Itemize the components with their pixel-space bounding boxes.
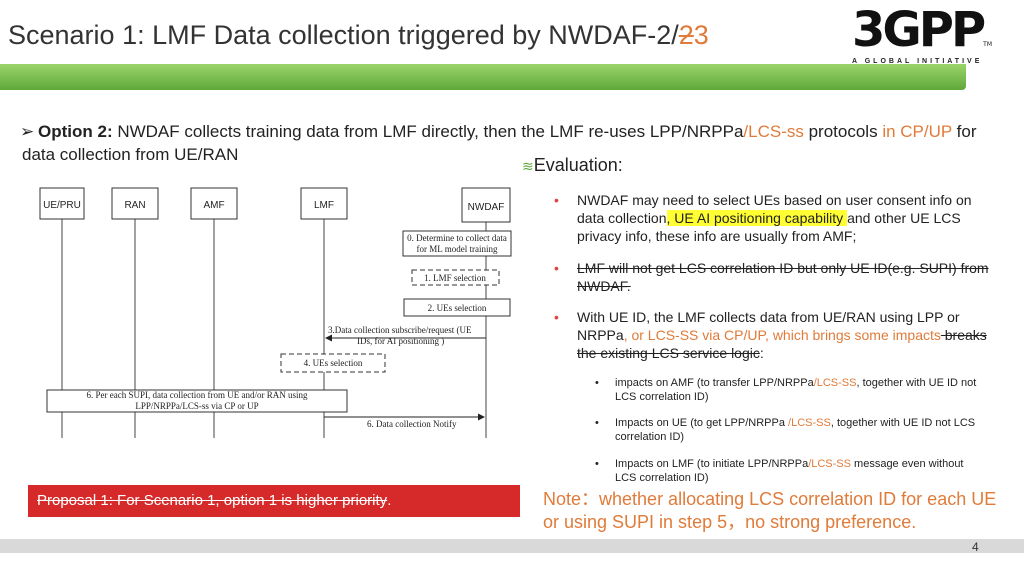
entity-amf: AMF xyxy=(203,200,224,211)
step-2-label: 2. UEs selection xyxy=(428,303,487,313)
bullet-dot-icon: • xyxy=(554,260,559,276)
step-0-line-2: for ML model training xyxy=(417,244,498,254)
step-6-box xyxy=(46,389,348,413)
entity-lmf: LMF xyxy=(314,200,334,211)
bullet-1-text: NWDAF may need to select UEs based on us… xyxy=(577,192,972,226)
entity-ran: RAN xyxy=(124,200,145,211)
option-text-2: protocols xyxy=(803,122,883,141)
footer-bar xyxy=(0,539,1024,553)
bullet-2-text: LMF will not get LCS correlation ID but … xyxy=(577,260,989,294)
sub-1-orange: /LCS-SS xyxy=(813,377,857,389)
proposal-box: Proposal 1: For Scenario 1, option 1 is … xyxy=(28,485,520,517)
step-4-label: 4. UEs selection xyxy=(304,358,363,368)
evaluation-label: Evaluation: xyxy=(533,155,623,175)
bullet-dot-icon: • xyxy=(554,192,559,208)
step-1-label: 1. LMF selection xyxy=(424,273,486,283)
sub-2-text: Impacts on UE (to get LPP/NRPPa xyxy=(615,417,789,429)
step-1-box xyxy=(411,269,500,286)
step-0-box xyxy=(402,230,512,257)
eval-bullet-3: • With UE ID, the LMF collects data from… xyxy=(554,308,990,362)
step-0-line-1: 0. Determine to collect data xyxy=(407,233,507,243)
option-text-orange-2: in CP/UP xyxy=(882,122,952,141)
entity-box-amf xyxy=(190,187,238,220)
bullet-3-end: : xyxy=(759,345,764,361)
step-2-box xyxy=(403,298,511,317)
bullet-dot-icon: • xyxy=(595,458,599,470)
step-4-box xyxy=(280,353,386,373)
sequence-diagram: UE/PRU RAN AMF LMF NWDAF 0. Determine to… xyxy=(39,187,512,438)
proposal-period: . xyxy=(387,492,392,509)
bullet-1-text-end: and other UE LCS privacy info, these inf… xyxy=(577,210,961,244)
evaluation-heading: ≋Evaluation: xyxy=(522,155,623,176)
note-text: Note：whether allocating LCS correlation … xyxy=(543,489,997,532)
option-text-orange-1: /LCS-ss xyxy=(743,122,804,141)
entity-box-nwdaf xyxy=(461,187,511,223)
sub-3-text-end: message even without LCS correlation ID) xyxy=(615,458,964,484)
bullet-3-struck: breaks the existing LCS service logic xyxy=(577,327,987,361)
bullet-1-highlight: , UE AI positioning capability xyxy=(666,210,848,226)
slide-title: Scenario 1: LMF Data collection triggere… xyxy=(8,20,709,51)
title-struck-digit: 2 xyxy=(678,20,694,50)
entity-box-ue xyxy=(39,187,85,220)
sub-2-orange: /LCS-SS xyxy=(788,417,831,429)
3gpp-logo: 3GPPTM xyxy=(852,2,992,58)
title-main: Scenario 1: LMF Data collection triggere… xyxy=(8,20,679,50)
eval-bullet-2: • LMF will not get LCS correlation ID bu… xyxy=(554,259,990,295)
option-paragraph: ➢ Option 2: NWDAF collects training data… xyxy=(20,120,1007,166)
sub-3-orange: /LCS-SS xyxy=(808,458,851,470)
sub-2-text-end: , together with UE ID not LCS correlatio… xyxy=(615,417,976,443)
entity-nwdaf: NWDAF xyxy=(468,202,505,213)
eval-subbullet-1: • impacts on AMF (to transfer LPP/NRPPa/… xyxy=(595,376,987,404)
eval-bullet-1: • NWDAF may need to select UEs based on … xyxy=(554,191,990,245)
bullet-3-text: With UE ID, the LMF collects data from U… xyxy=(577,309,960,343)
option-label: Option 2: xyxy=(38,122,113,141)
step-6-line-1: 6. Per each SUPI, data collection from U… xyxy=(87,390,308,400)
logo-tagline: A GLOBAL INITIATIVE xyxy=(852,58,983,65)
arrow-bullet-icon: ➢ xyxy=(20,122,35,141)
page-number: 4 xyxy=(972,540,979,554)
step-3-line-2: IDs, for AI positioning ) xyxy=(357,336,444,346)
title-end-digit: 3 xyxy=(693,20,709,50)
step-6-notify-label: 6. Data collection Notify xyxy=(367,419,457,429)
sub-1-text: impacts on AMF (to transfer LPP/NRPPa xyxy=(615,377,814,389)
option-text-3: for data collection from UE/RAN xyxy=(22,122,977,164)
step-6-line-2: LPP/NRPPa/LCS-ss via CP or UP xyxy=(135,401,258,411)
title-underline-bar xyxy=(0,64,966,90)
bullet-dot-icon: • xyxy=(554,309,559,325)
sub-1-text-end: , together with UE ID not LCS correlatio… xyxy=(615,377,977,403)
proposal-text: Proposal 1: For Scenario 1, option 1 is … xyxy=(37,492,388,509)
bullet-dot-icon: • xyxy=(595,417,599,429)
entity-box-lmf xyxy=(300,187,348,220)
option-text-1: NWDAF collects training data from LMF di… xyxy=(112,122,744,141)
wifi-signal-icon: ≋ xyxy=(522,158,534,174)
sub-3-text: Impacts on LMF (to initiate LPP/NRPPa xyxy=(615,458,809,470)
entity-box-ran xyxy=(111,187,159,220)
step-3-line-1: 3.Data collection subscribe/request (UE xyxy=(328,325,472,335)
logo-tm: TM xyxy=(983,41,992,48)
eval-subbullet-3: • Impacts on LMF (to initiate LPP/NRPPa/… xyxy=(595,457,987,485)
eval-subbullet-2: • Impacts on UE (to get LPP/NRPPa /LCS-S… xyxy=(595,416,987,444)
logo-text: 3GPP xyxy=(852,2,986,58)
bullet-3-orange: , or LCS-SS via CP/UP, which brings some… xyxy=(623,327,941,343)
bullet-dot-icon: • xyxy=(595,377,599,389)
entity-ue: UE/PRU xyxy=(43,200,81,211)
